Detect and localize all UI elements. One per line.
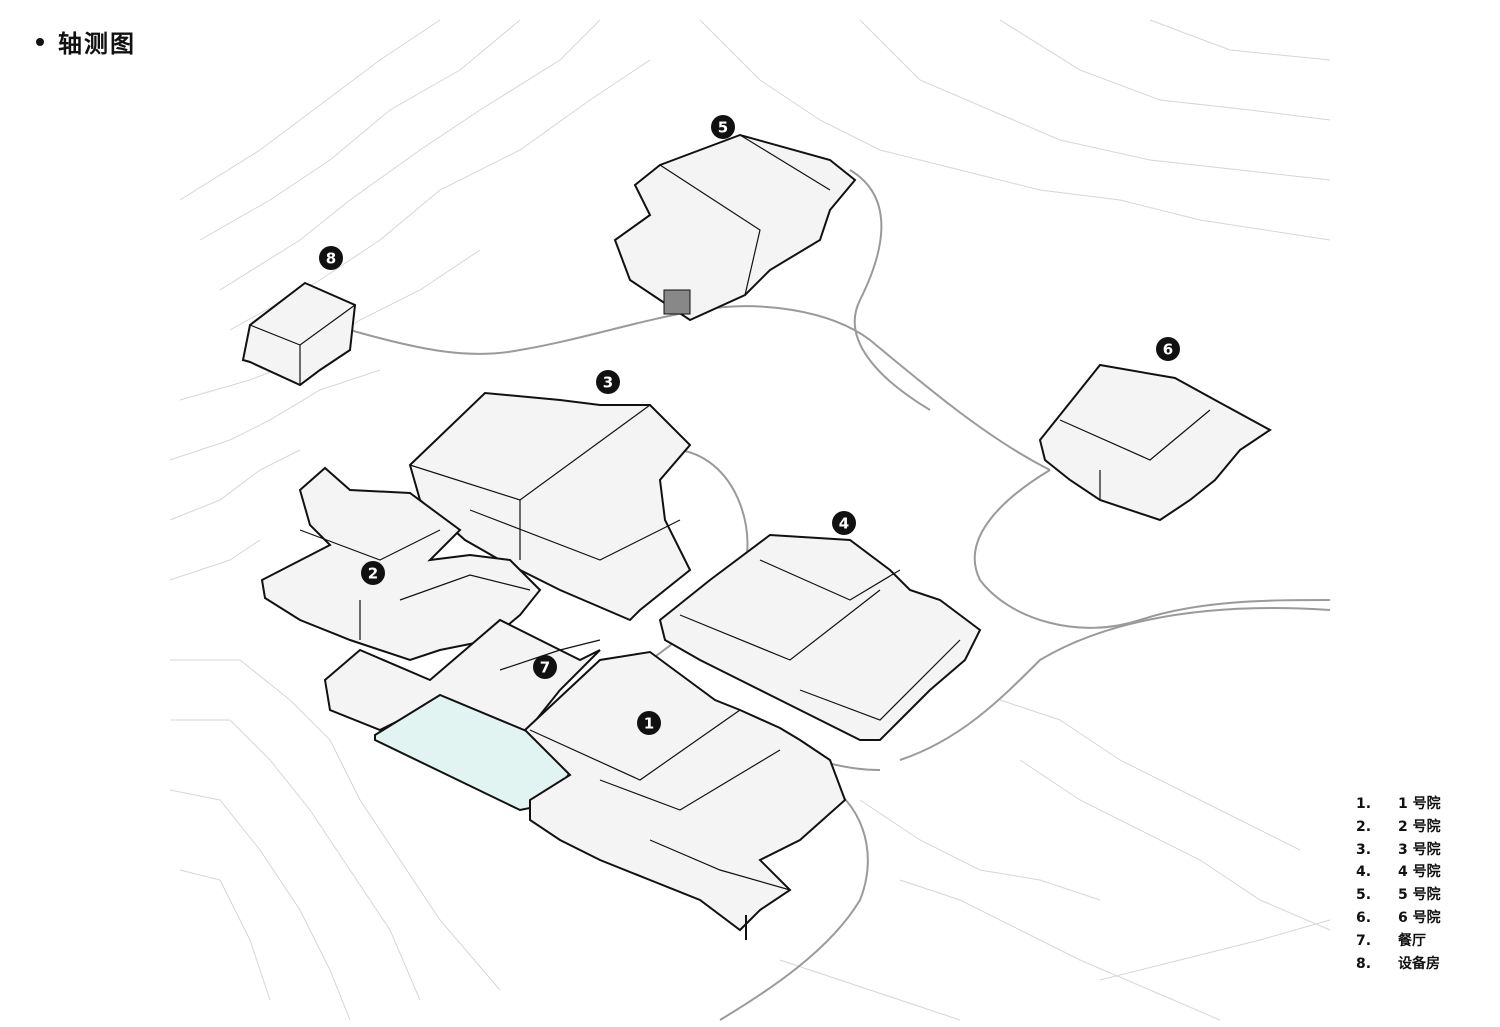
marker-4-label: 4 xyxy=(839,515,849,533)
legend-item: 5.5 号院 xyxy=(1356,887,1441,904)
legend-item: 7.餐厅 xyxy=(1356,932,1426,949)
marker-3-label: 3 xyxy=(603,374,613,392)
legend-item: 1.1 号院 xyxy=(1356,796,1441,812)
building-5 xyxy=(613,133,857,322)
building-8 xyxy=(241,281,357,387)
title-text: 轴测图 xyxy=(58,30,136,58)
page-title: 轴测图 xyxy=(36,24,136,59)
building-3 xyxy=(408,391,692,622)
marker-2-label: 2 xyxy=(368,565,378,583)
marker-7: 7 xyxy=(533,655,557,679)
marker-2: 2 xyxy=(361,561,385,585)
legend-item: 8.设备房 xyxy=(1356,955,1440,972)
bullet-icon xyxy=(36,37,44,46)
marker-8-label: 8 xyxy=(326,250,336,268)
terrain-contours xyxy=(169,19,1331,1021)
marker-3: 3 xyxy=(596,370,620,394)
building-4 xyxy=(658,533,982,741)
building-1 xyxy=(523,650,847,940)
legend: 1.1 号院 2.2 号院 3.3 号院 4.4 号院 5.5 号院 6.6 号… xyxy=(1356,793,1441,975)
marker-4: 4 xyxy=(832,511,856,535)
legend-item: 4.4 号院 xyxy=(1356,864,1441,881)
building-6 xyxy=(1038,363,1272,522)
marker-6-label: 6 xyxy=(1163,341,1173,359)
marker-1-label: 1 xyxy=(644,715,654,733)
legend-item: 2.2 号院 xyxy=(1356,818,1441,835)
marker-8: 8 xyxy=(319,246,343,270)
building-7 xyxy=(323,618,601,812)
marker-5: 5 xyxy=(711,115,735,139)
marker-6: 6 xyxy=(1156,337,1180,361)
legend-item: 6.6 号院 xyxy=(1356,909,1441,926)
marker-1: 1 xyxy=(637,711,661,735)
marker-5-label: 5 xyxy=(718,119,728,137)
marker-7-label: 7 xyxy=(540,659,550,677)
legend-item: 3.3 号院 xyxy=(1356,841,1441,858)
